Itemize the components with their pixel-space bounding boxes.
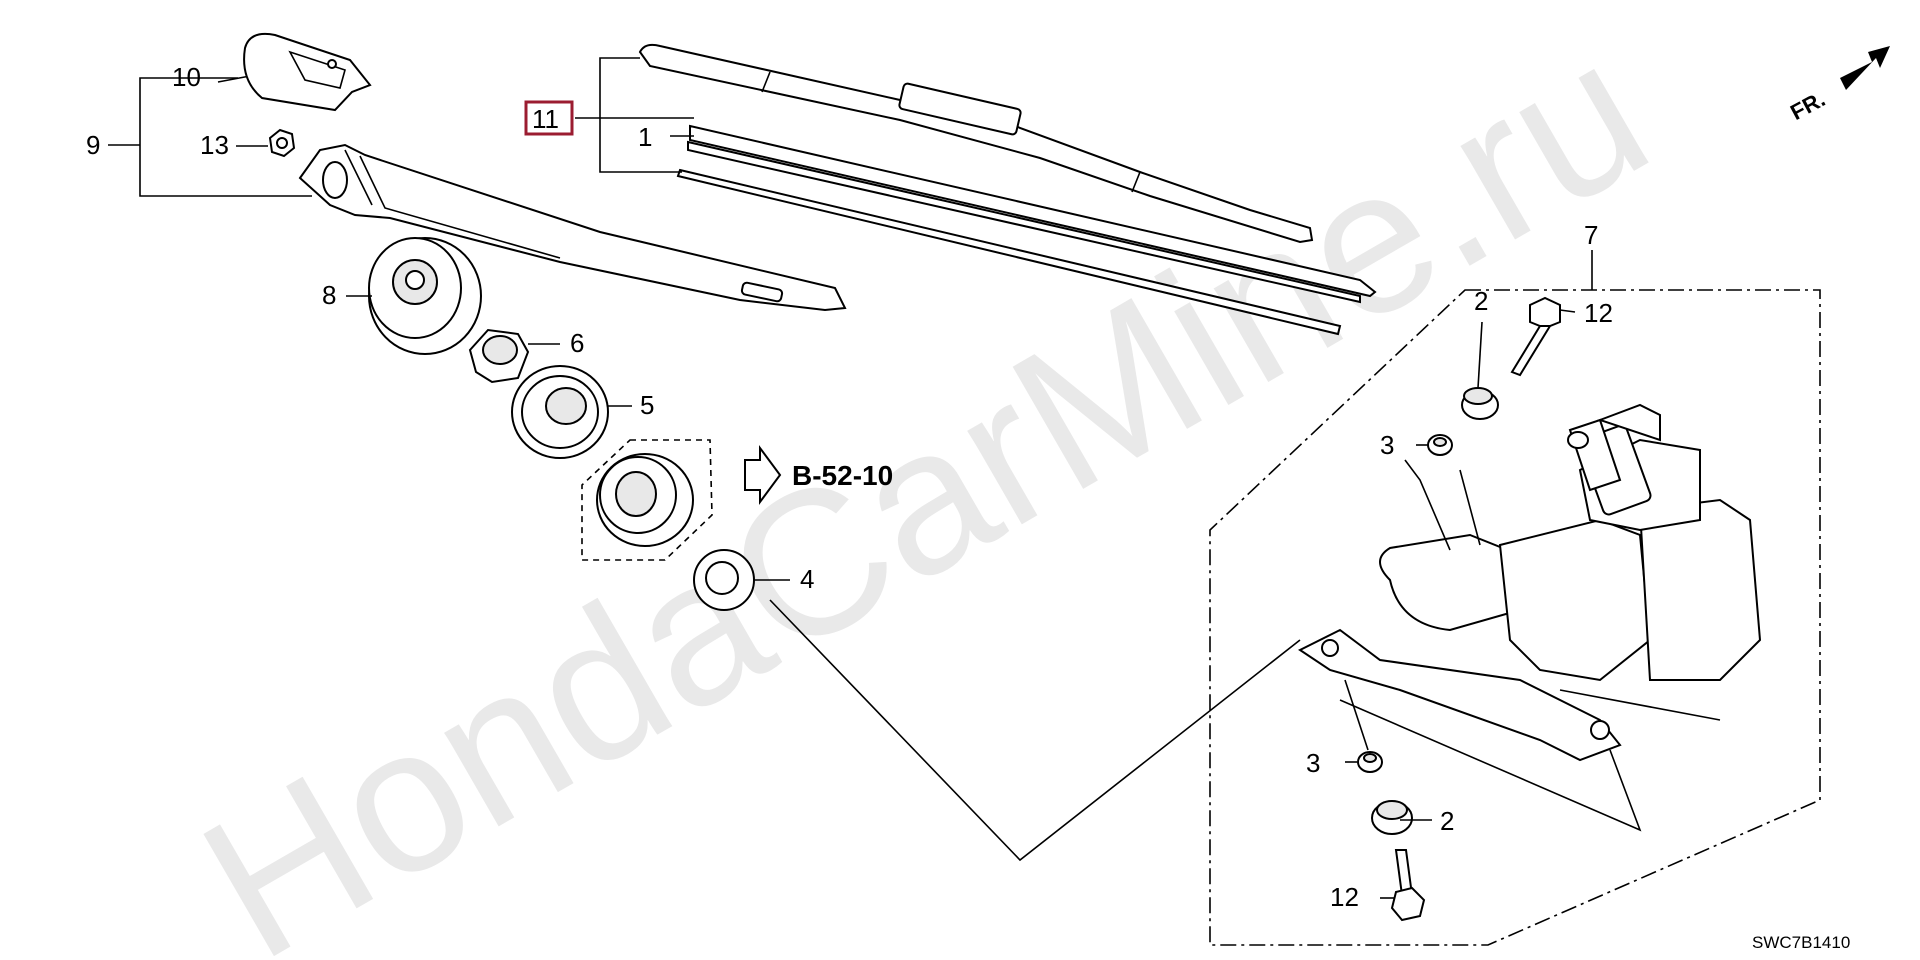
callout-11: 11	[532, 104, 559, 134]
pivot-nut-part	[468, 328, 530, 384]
leader-group-11	[575, 57, 694, 173]
callout-5: 5	[640, 390, 654, 420]
bolt-upper-part	[1510, 296, 1561, 377]
callout-4: 4	[800, 564, 814, 594]
front-direction-arrow	[1840, 46, 1890, 90]
front-direction-label: FR.	[1786, 86, 1829, 125]
watermark-text: HondaCarMine.ru	[167, 0, 1683, 960]
leader-lines-motor	[1339, 309, 1642, 899]
callout-3-upper: 3	[1380, 430, 1394, 460]
grommet-upper-part	[1461, 387, 1499, 420]
wiper-blade-assembly	[638, 43, 1314, 244]
collar-upper-part	[1427, 434, 1453, 456]
leader-group-9	[108, 75, 312, 197]
nut-part	[268, 128, 296, 158]
reference-arrow	[744, 444, 782, 506]
callout-12-upper: 12	[1584, 298, 1613, 328]
callout-6: 6	[570, 328, 584, 358]
callout-8: 8	[322, 280, 336, 310]
wiper-motor-part	[1298, 403, 1762, 762]
motor-assembly-boundary	[769, 250, 1821, 946]
callout-3-lower: 3	[1306, 748, 1320, 778]
wiper-arm-part	[298, 143, 847, 312]
callout-7: 7	[1584, 220, 1598, 250]
diagram-code: SWC7B1410	[1752, 933, 1850, 952]
callout-2-lower: 2	[1440, 806, 1454, 836]
seal-part	[511, 365, 609, 459]
grommet-reference-box	[581, 439, 713, 561]
callout-10: 10	[172, 62, 201, 92]
highlight-box-11	[524, 100, 574, 136]
callout-13: 13	[200, 130, 229, 160]
callout-9: 9	[86, 130, 100, 160]
callout-12-lower: 12	[1330, 882, 1359, 912]
wiper-blade-rubber	[676, 124, 1377, 336]
pivot-cap-part	[368, 237, 482, 355]
callout-1: 1	[638, 122, 652, 152]
grommet-lower-part	[1371, 800, 1413, 835]
washer-part	[693, 549, 755, 611]
collar-lower-part	[1357, 751, 1383, 773]
callout-2-upper: 2	[1474, 286, 1488, 316]
bolt-lower-part	[1390, 849, 1426, 922]
reference-label: B-52-10	[792, 460, 893, 491]
arm-cap-part	[243, 32, 372, 112]
